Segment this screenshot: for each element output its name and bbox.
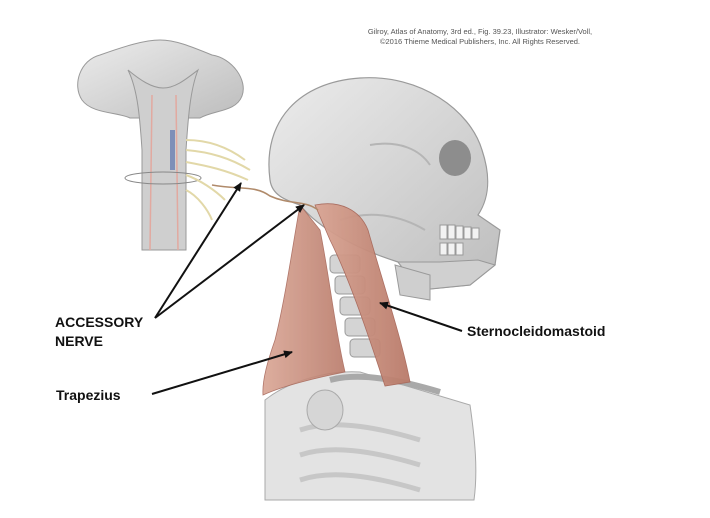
label-accessory-nerve-line-1: ACCESSORY	[55, 314, 144, 330]
brainstem	[127, 68, 200, 251]
label-sternocleidomastoid: Sternocleidomastoid	[467, 323, 606, 339]
arrow-accessory-neck	[154, 204, 305, 319]
thorax-skeleton	[264, 371, 477, 501]
cranial-rootlets	[185, 139, 251, 221]
brainstem-inset	[77, 39, 251, 251]
cerebellum	[77, 39, 244, 119]
figure-credit-line-2: ©2016 Thieme Medical Publishers, Inc. Al…	[379, 37, 581, 46]
trapezius-muscle	[262, 204, 346, 396]
arrow-accessory-inset	[154, 182, 242, 319]
label-accessory-nerve-line-2: NERVE	[55, 333, 103, 349]
teeth	[439, 224, 480, 256]
arrow-sternocleidomastoid	[379, 301, 463, 332]
annotation-arrows	[151, 182, 463, 395]
figure-credit-line-1: Gilroy, Atlas of Anatomy, 3rd ed., Fig. …	[367, 27, 593, 36]
sternocleidomastoid-muscle	[314, 203, 411, 387]
arrow-trapezius	[151, 350, 293, 395]
label-trapezius: Trapezius	[56, 387, 121, 403]
orbit	[439, 140, 471, 176]
